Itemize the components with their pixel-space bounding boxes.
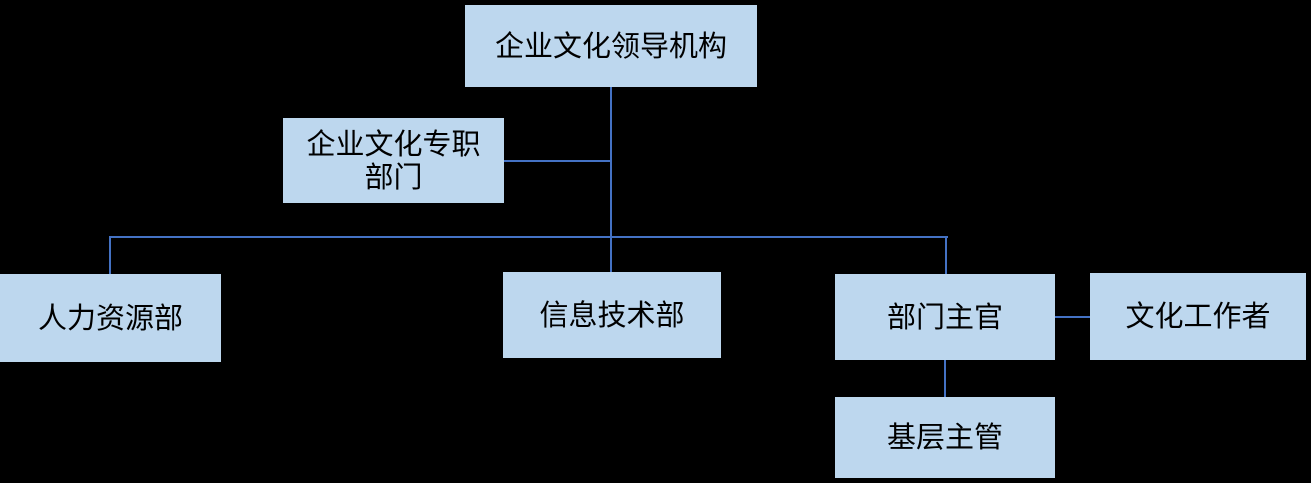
connector-main-rail xyxy=(109,236,948,238)
connector-drop-hr-department xyxy=(109,236,111,274)
node-culture-worker: 文化工作者 xyxy=(1090,273,1306,360)
node-hr-department-label: 人力资源部 xyxy=(37,300,183,335)
connector-drop-it-department xyxy=(610,236,612,272)
node-leadership-label: 企业文化领导机构 xyxy=(494,28,727,63)
connector-culture-worker xyxy=(1055,316,1090,318)
node-it-department-label: 信息技术部 xyxy=(539,297,685,332)
connector-leadership-trunk xyxy=(610,87,612,237)
node-leadership: 企业文化领导机构 xyxy=(465,5,757,87)
connector-dedicated-department xyxy=(504,160,611,162)
node-grassroots-supervisor: 基层主管 xyxy=(835,397,1055,478)
node-hr-department: 人力资源部 xyxy=(0,274,221,362)
node-culture-worker-label: 文化工作者 xyxy=(1125,299,1271,334)
connector-drop-department-head xyxy=(945,236,947,274)
connector-grassroots-supervisor xyxy=(944,360,946,397)
node-it-department: 信息技术部 xyxy=(503,272,721,358)
node-department-head: 部门主官 xyxy=(835,274,1055,360)
node-grassroots-supervisor-label: 基层主管 xyxy=(886,420,1003,455)
node-department-head-label: 部门主官 xyxy=(886,299,1003,334)
node-dedicated-department: 企业文化专职部门 xyxy=(283,118,504,203)
node-dedicated-department-label: 企业文化专职部门 xyxy=(306,127,481,194)
